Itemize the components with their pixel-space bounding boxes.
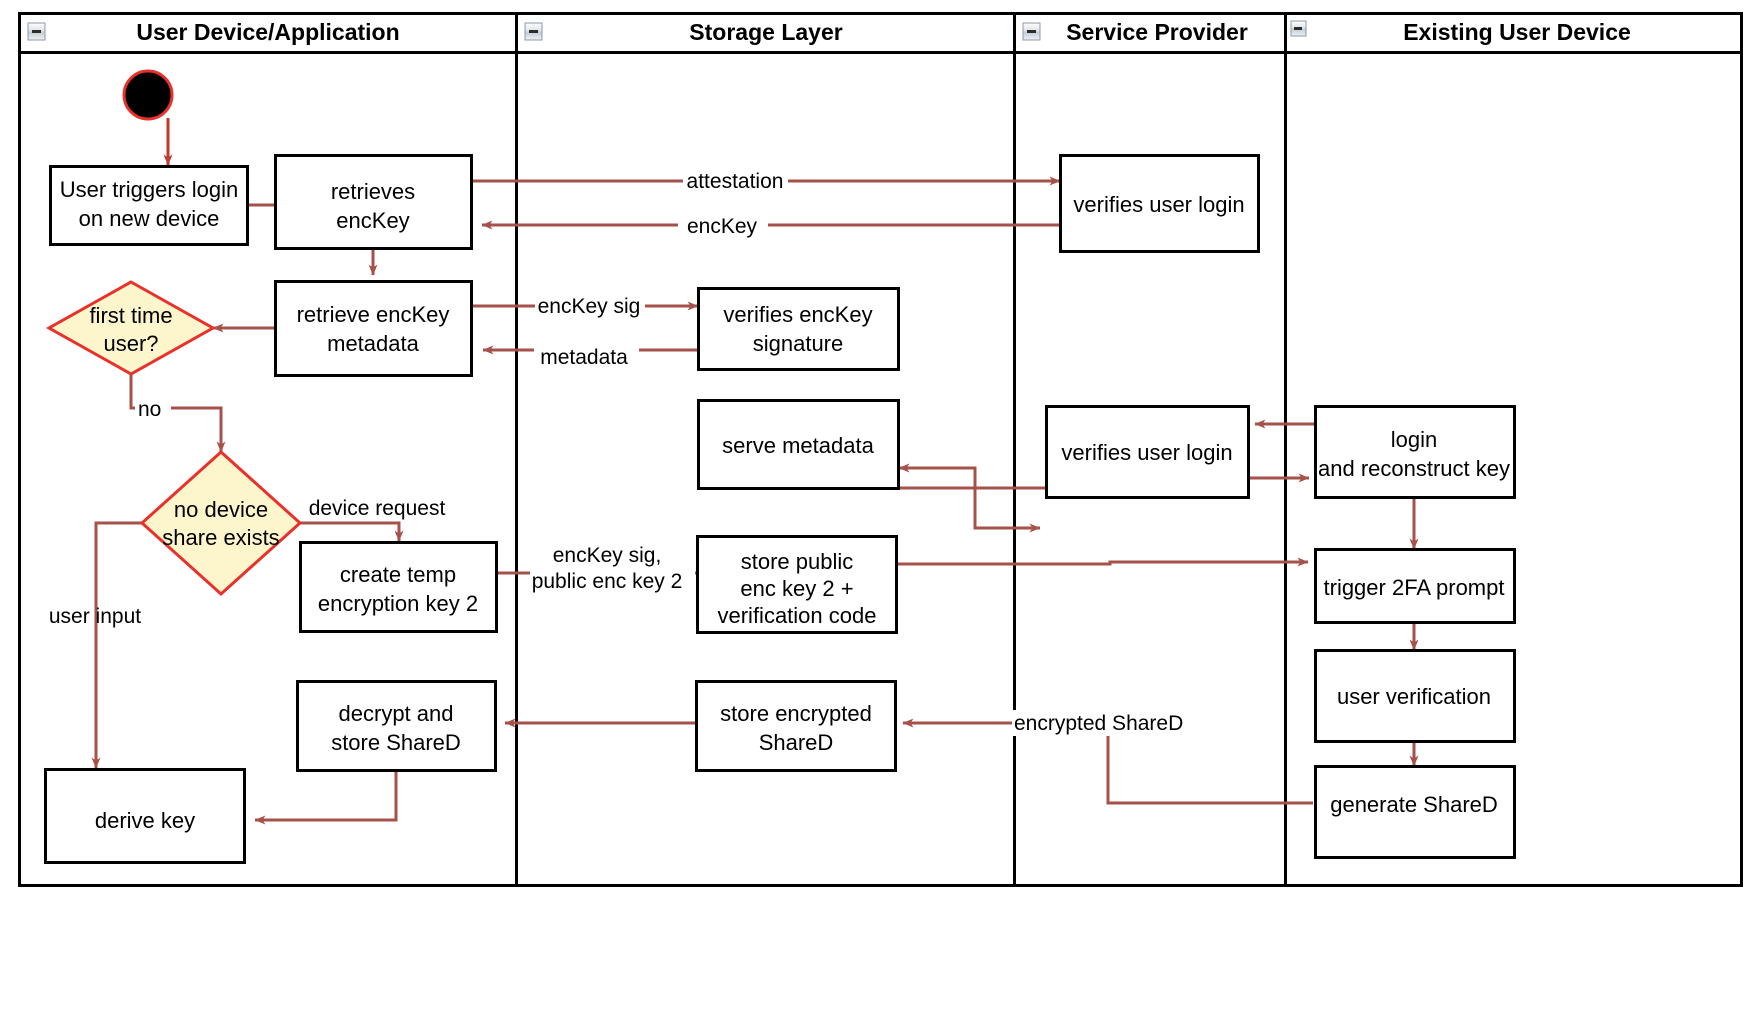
edge-label-device-request: device request (309, 497, 446, 520)
decision-label-line2: user? (103, 331, 158, 356)
edge-label-metadata: metadata (540, 346, 628, 369)
node-label: derive key (95, 808, 195, 833)
node-label-line1: User triggers login (60, 177, 239, 202)
lane-header-storage[interactable]: Storage Layer (524, 19, 843, 45)
node-retrieves-enckey[interactable]: retrieves encKey (274, 154, 473, 250)
lane-header-user-device[interactable]: User Device/Application (27, 19, 400, 45)
edge-encrypted-shared (902, 718, 1313, 805)
node-user-verification[interactable]: user verification (1314, 649, 1516, 743)
node-label-line2: signature (753, 331, 844, 356)
node-label: serve metadata (722, 433, 874, 458)
node-decrypt-store-shared[interactable]: decrypt and store ShareD (296, 680, 497, 772)
node-label-line3: verification code (718, 603, 877, 628)
node-create-temp-key[interactable]: create temp encryption key 2 (299, 541, 498, 633)
lane-title-service-provider: Service Provider (1066, 19, 1248, 45)
lane-header-existing-device[interactable]: Existing User Device (1290, 19, 1631, 45)
edge-label-enckey-sig-pub-line1: encKey sig, (553, 544, 662, 567)
minus-box-icon[interactable] (1290, 20, 1307, 37)
node-user-triggers-login[interactable]: User triggers login on new device (49, 165, 249, 246)
decision-label-line1: first time (89, 303, 172, 328)
node-label-line2: and reconstruct key (1318, 456, 1510, 481)
edge-no (129, 372, 226, 453)
edge-label-bg (678, 214, 768, 238)
edge-label-bg (135, 397, 171, 420)
node-label-line2: encryption key 2 (318, 591, 478, 616)
node-initial[interactable] (122, 69, 174, 121)
node-label: verifies user login (1061, 440, 1232, 465)
node-serve-metadata[interactable]: serve metadata (697, 399, 900, 490)
edge-label-user-input: user input (49, 605, 141, 628)
edge-label-encrypted-shared: encrypted ShareD (1014, 712, 1183, 735)
node-label: verifies user login (1073, 192, 1244, 217)
edge-label-bg (1012, 710, 1184, 736)
node-label-line2: metadata (327, 331, 419, 356)
edge-user-input (91, 521, 142, 769)
node-verifies-user-login-1[interactable]: verifies user login (1059, 154, 1260, 253)
node-generate-shared[interactable]: generate ShareD (1314, 765, 1516, 859)
minus-box-icon[interactable] (524, 22, 543, 41)
node-label-line1: store public (741, 549, 854, 574)
edge-device-request (300, 521, 404, 542)
edge-sp2-to-serve-metadata (898, 463, 1046, 490)
node-label-line2: enc key 2 + (740, 576, 853, 601)
edge-serve-metadata-to-sp2 (899, 486, 1041, 533)
node-retrieve-enckey-metadata[interactable]: retrieve encKey metadata (274, 280, 473, 377)
node-store-public-enc-key-2[interactable]: store public enc key 2 + verification co… (696, 535, 898, 634)
decision-label-line2: share exists (162, 525, 279, 550)
edge-label-bg (683, 169, 788, 193)
edge-label-enckey-sig-pub-line2: public enc key 2 (532, 570, 683, 593)
minus-box-icon[interactable] (1022, 22, 1041, 41)
lane-title-user-device: User Device/Application (136, 19, 399, 45)
edge-label-bg (530, 543, 695, 601)
node-store-encrypted-shared[interactable]: store encrypted ShareD (695, 680, 897, 772)
node-label-line1: decrypt and (339, 701, 454, 726)
node-label-line1: create temp (340, 562, 456, 587)
lane-header-service-provider[interactable]: Service Provider (1022, 19, 1248, 45)
edge-label-attestation: attestation (687, 170, 784, 193)
edge-decrypt-to-derive (254, 771, 398, 825)
node-label: trigger 2FA prompt (1324, 575, 1505, 600)
node-label-line2: on new device (79, 206, 220, 231)
node-label-line2: encKey (336, 208, 409, 233)
node-label-line1: retrieve encKey (297, 302, 450, 327)
edge-label-bg (534, 345, 639, 369)
node-label-line1: verifies encKey (723, 302, 872, 327)
node-label: generate ShareD (1330, 792, 1498, 817)
node-decision-no-device-share[interactable]: no device share exists (139, 449, 303, 597)
node-verifies-user-login-2[interactable]: verifies user login (1045, 405, 1250, 499)
lane-title-existing-device: Existing User Device (1403, 19, 1631, 45)
node-label-line2: ShareD (759, 730, 834, 755)
node-label-line2: store ShareD (331, 730, 461, 755)
edge-label-enckey: encKey (687, 215, 758, 238)
edge-label-no: no (138, 398, 161, 421)
decision-label-line1: no device (174, 497, 268, 522)
node-trigger-2fa-prompt[interactable]: trigger 2FA prompt (1314, 548, 1516, 624)
edge-label-enckey-sig: encKey sig (538, 295, 641, 318)
edge-store-key-to-2fa (896, 557, 1309, 567)
lane-title-storage: Storage Layer (689, 19, 842, 45)
swimlane-frame (18, 12, 1743, 887)
edge-label-bg (535, 294, 645, 318)
node-verifies-enckey-signature[interactable]: verifies encKey signature (697, 287, 900, 371)
node-login-reconstruct-key[interactable]: login and reconstruct key (1314, 405, 1516, 499)
node-derive-key[interactable]: derive key (44, 768, 246, 864)
minus-box-icon[interactable] (27, 22, 46, 41)
node-label-line1: retrieves (331, 179, 415, 204)
node-decision-first-time-user[interactable]: first time user? (45, 280, 217, 376)
node-label-line1: store encrypted (720, 701, 872, 726)
node-label-line1: login (1391, 427, 1437, 452)
node-label: user verification (1337, 684, 1491, 709)
